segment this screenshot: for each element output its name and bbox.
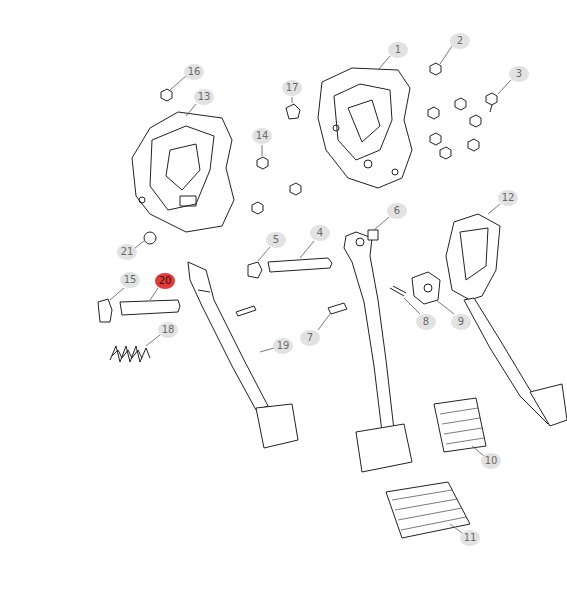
callout-number: 20 (155, 273, 175, 289)
callout-number: 12 (498, 190, 518, 206)
callout-number: 6 (387, 203, 407, 219)
callout-number: 16 (184, 64, 204, 80)
callout-number: 10 (481, 453, 501, 469)
callout-number: 19 (273, 338, 293, 354)
callout-number: 15 (120, 272, 140, 288)
callout-number: 4 (310, 225, 330, 241)
callout-number: 21 (117, 244, 137, 260)
callout-number: 11 (460, 530, 480, 546)
callout-number: 14 (252, 128, 272, 144)
callout-number: 17 (282, 80, 302, 96)
callout-number: 7 (300, 330, 320, 346)
callout-number: 5 (266, 232, 286, 248)
callout-number: 1 (388, 42, 408, 58)
callout-number: 8 (416, 314, 436, 330)
callout-number: 3 (509, 66, 529, 82)
callout-number: 2 (450, 33, 470, 49)
callout-number: 9 (451, 314, 471, 330)
callout-number: 18 (158, 322, 178, 338)
callout-number: 13 (194, 89, 214, 105)
